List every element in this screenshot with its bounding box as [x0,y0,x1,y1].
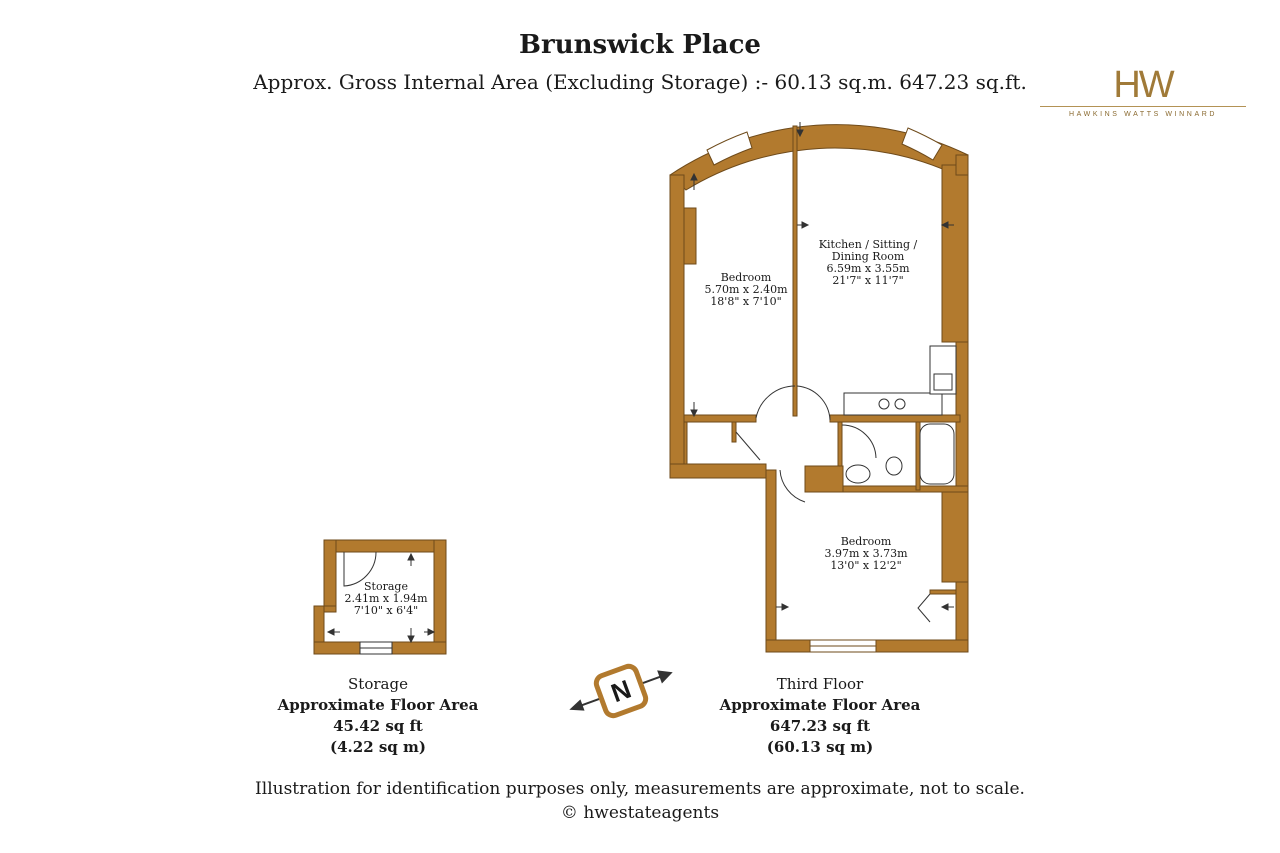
sink-bowl [933,373,953,391]
caption-floor-name: Third Floor [776,675,864,693]
door-bedroom1 [755,385,796,419]
caption-third-floor: Third Floor Approximate Floor Area 647.2… [700,674,940,758]
hob-ring-1 [878,398,890,410]
room-name: Dining Room [831,250,905,263]
left-wall [669,174,685,479]
wash-basin [845,464,871,484]
room-imperial: 18'8" x 7'10" [710,295,782,308]
door-swings [735,385,931,623]
room-imperial: 21'7" x 11'7" [832,274,904,287]
caption-area-sqm: (60.13 sq m) [766,738,874,756]
door-wardrobe [917,593,931,623]
room-label-bedroom2: Bedroom 3.97m x 3.73m 13'0" x 12'2" [806,536,926,572]
compass: N [569,663,673,719]
bedroom2-left-wall [765,469,777,653]
logo-mark: HW [1113,64,1174,106]
bath-wall-bottom [837,485,969,493]
bedroom1-bottom-wall [683,414,757,423]
caption-area-sqm: (4.22 sq m) [330,738,426,756]
cupboard-bottom [669,463,767,479]
room-label-kitchen: Kitchen / Sitting / Dining Room 6.59m x … [808,239,928,287]
dimension-markers [690,122,954,611]
window-arch-right [901,127,943,161]
room-metric: 3.97m x 3.73m [824,547,908,560]
caption-area-sqft: 647.23 sq ft [769,717,871,735]
cupboard-right [731,421,737,443]
bath-divider [915,421,921,491]
compass-badge [593,663,649,719]
room-imperial: 7'10" x 6'4" [353,604,419,617]
window-arch-left [706,131,753,166]
door-cupboard [735,431,761,461]
storage-door [343,551,377,587]
windows [706,127,943,653]
caption-area-label: Approximate Floor Area [719,696,921,714]
logo-rule [1040,106,1246,107]
storage-details [326,551,436,655]
room-name: Storage [364,580,408,593]
door-bath [841,424,877,459]
bedroom-kitchen-partition [792,125,798,417]
caption-area-label: Approximate Floor Area [277,696,479,714]
compass-arrow-right [657,670,673,684]
left-wall-pier [683,207,697,265]
room-name: Bedroom [720,271,772,284]
right-wall [941,164,969,343]
hob-ring-2 [894,398,906,410]
logo-name: HAWKINS WATTS WINNARD [1068,111,1218,118]
partitions [792,125,798,417]
bathtub [919,423,955,485]
area-summary: Approx. Gross Internal Area (Excluding S… [253,70,1027,94]
caption-area-sqft: 45.42 sq ft [333,717,423,735]
door-bedroom2 [779,469,806,503]
disclaimer: Illustration for identification purposes… [255,779,1025,799]
room-label-bedroom1: Bedroom 5.70m x 2.40m 18'8" x 7'10" [686,272,806,308]
kitchen-bottom-wall [829,414,961,423]
bedroom2-right-wall [941,491,969,583]
room-name: Kitchen / Sitting / [818,238,918,251]
storage-top [323,539,447,553]
compass-arrow-left [569,699,585,711]
room-metric: 5.70m x 2.40m [704,283,788,296]
room-label-storage: Storage 2.41m x 1.94m 7'10" x 6'4" [326,581,446,617]
caption-floor-name: Storage [348,675,408,693]
hall-bottom-wall [804,465,844,493]
main-walls [669,124,969,653]
right-wall-upper [955,154,969,176]
page-title: Brunswick Place [519,30,761,60]
wardrobe-wall [929,589,957,595]
copyright: © hwestateagents [560,803,720,823]
kitchen-worktop [843,392,943,416]
room-metric: 2.41m x 1.94m [344,592,428,605]
room-name: Bedroom [840,535,892,548]
agency-logo: HW HAWKINS WATTS WINNARD [1040,60,1246,124]
toilet [885,456,903,476]
room-imperial: 13'0" x 12'2" [830,559,902,572]
caption-storage: Storage Approximate Floor Area 45.42 sq … [268,674,488,758]
fixtures [843,345,957,485]
room-metric: 6.59m x 3.55m [826,262,910,275]
door-kitchen [796,385,831,421]
